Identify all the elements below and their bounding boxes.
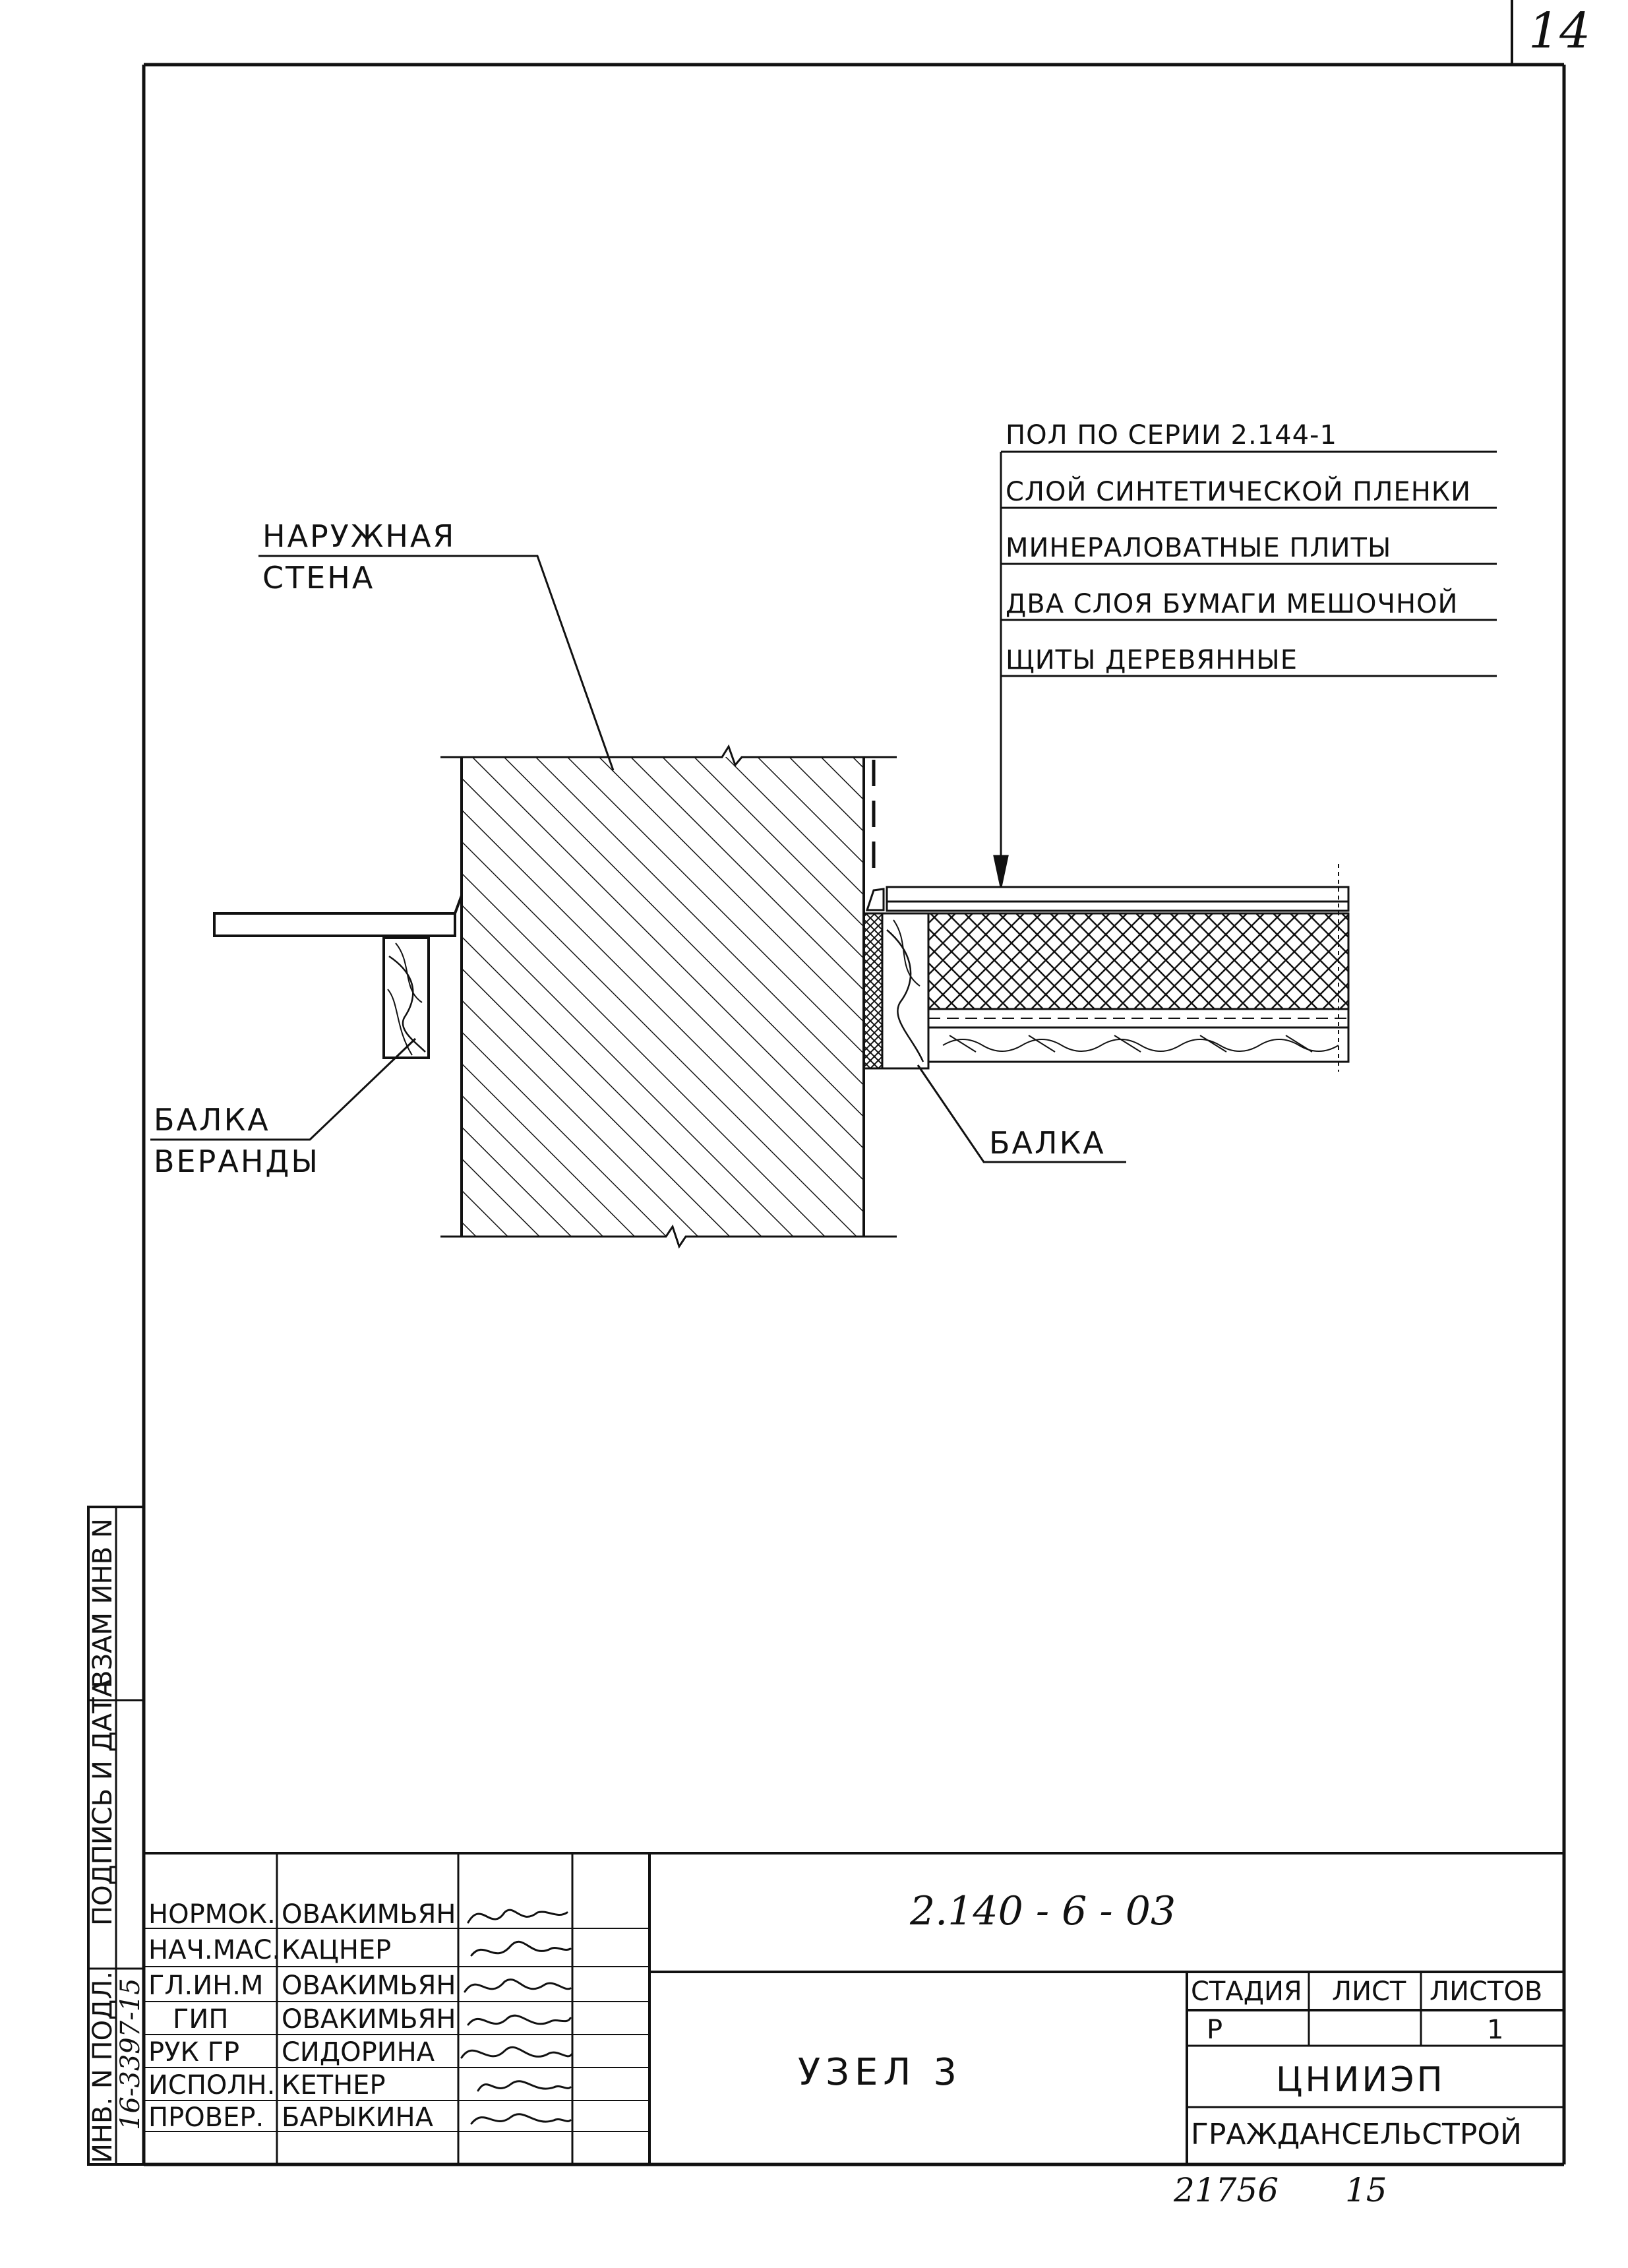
side-stamp-sign-date: ПОДПИСЬ И ДАТА bbox=[88, 1679, 118, 1926]
role-name: БАРЫКИНА bbox=[282, 2102, 433, 2133]
external-wall bbox=[440, 744, 897, 1249]
leader-lines bbox=[150, 450, 1497, 1163]
role-label: ГЛ.ИН.М bbox=[148, 1971, 264, 2001]
role-label: ИСПОЛН. bbox=[148, 2070, 276, 2100]
side-stamp-replace-inv: ВЗАМ ИНВ N bbox=[88, 1518, 118, 1688]
frame bbox=[87, 0, 1566, 2166]
sheets-header: ЛИСТОВ bbox=[1430, 1977, 1543, 2007]
title-block-grid bbox=[144, 1852, 1564, 2164]
side-stamp-inv-orig: ИНВ. N ПОДЛ. bbox=[88, 1971, 118, 2163]
drawing-title: УЗЕЛ 3 bbox=[798, 2051, 962, 2094]
role-label: ПРОВЕР. bbox=[148, 2102, 264, 2133]
sheet-header: ЛИСТ bbox=[1332, 1977, 1406, 2007]
role-label: НОРМОК. bbox=[148, 1899, 276, 1930]
organization-name-line2: ГРАЖДАНСЕЛЬСТРОЙ bbox=[1191, 2118, 1522, 2151]
stage-header: СТАДИЯ bbox=[1191, 1977, 1302, 2007]
wall-label-line1: НАРУЖНАЯ bbox=[262, 518, 456, 554]
role-label: ГИП bbox=[173, 2004, 229, 2035]
organization-name: ЦНИИЭП bbox=[1276, 2060, 1445, 2100]
role-name: КЕТНЕР bbox=[282, 2070, 386, 2100]
role-name: СИДОРИНА bbox=[282, 2037, 435, 2068]
sheets-value: 1 bbox=[1487, 2015, 1504, 2045]
role-name: ОВАКИМЬЯН bbox=[282, 1971, 456, 2001]
role-name: ОВАКИМЬЯН bbox=[282, 2004, 456, 2035]
veranda-beam bbox=[213, 895, 463, 1059]
stage-value: Р bbox=[1207, 2015, 1223, 2045]
side-stamp-inv-orig-value: 16-3397-15 bbox=[115, 1978, 146, 2130]
archive-number: 21756 bbox=[1174, 2171, 1279, 2209]
wall-label-line2: СТЕНА bbox=[262, 560, 375, 596]
signatures bbox=[460, 1909, 572, 2125]
veranda-beam-label-line2: ВЕРАНДЫ bbox=[154, 1144, 320, 1179]
role-name: КАЦНЕР bbox=[282, 1935, 392, 1965]
callout-paper-layers: ДВА СЛОЯ БУМАГИ МЕШОЧНОЙ bbox=[1006, 589, 1459, 619]
callout-mineral-wool: МИНЕРАЛОВАТНЫЕ ПЛИТЫ bbox=[1006, 533, 1392, 563]
role-name: ОВАКИМЬЯН bbox=[282, 1899, 456, 1930]
role-label: РУК ГР bbox=[148, 2037, 240, 2068]
callout-wood-boards: ЩИТЫ ДЕРЕВЯННЫЕ bbox=[1006, 645, 1298, 675]
sheet-number: 14 bbox=[1528, 3, 1591, 59]
document-designation: 2.140 - 6 - 03 bbox=[910, 1888, 1176, 1934]
veranda-beam-label-line1: БАЛКА bbox=[154, 1102, 270, 1138]
floor-construction bbox=[862, 864, 1350, 1072]
role-label: НАЧ.МАС. bbox=[148, 1935, 281, 1965]
archive-sheet: 15 bbox=[1345, 2171, 1387, 2209]
beam-label: БАЛКА bbox=[989, 1125, 1106, 1161]
callout-floor-series: ПОЛ ПО СЕРИИ 2.144-1 bbox=[1006, 420, 1337, 450]
callout-film-layer: СЛОЙ СИНТЕТИЧЕСКОЙ ПЛЕНКИ bbox=[1006, 477, 1472, 507]
